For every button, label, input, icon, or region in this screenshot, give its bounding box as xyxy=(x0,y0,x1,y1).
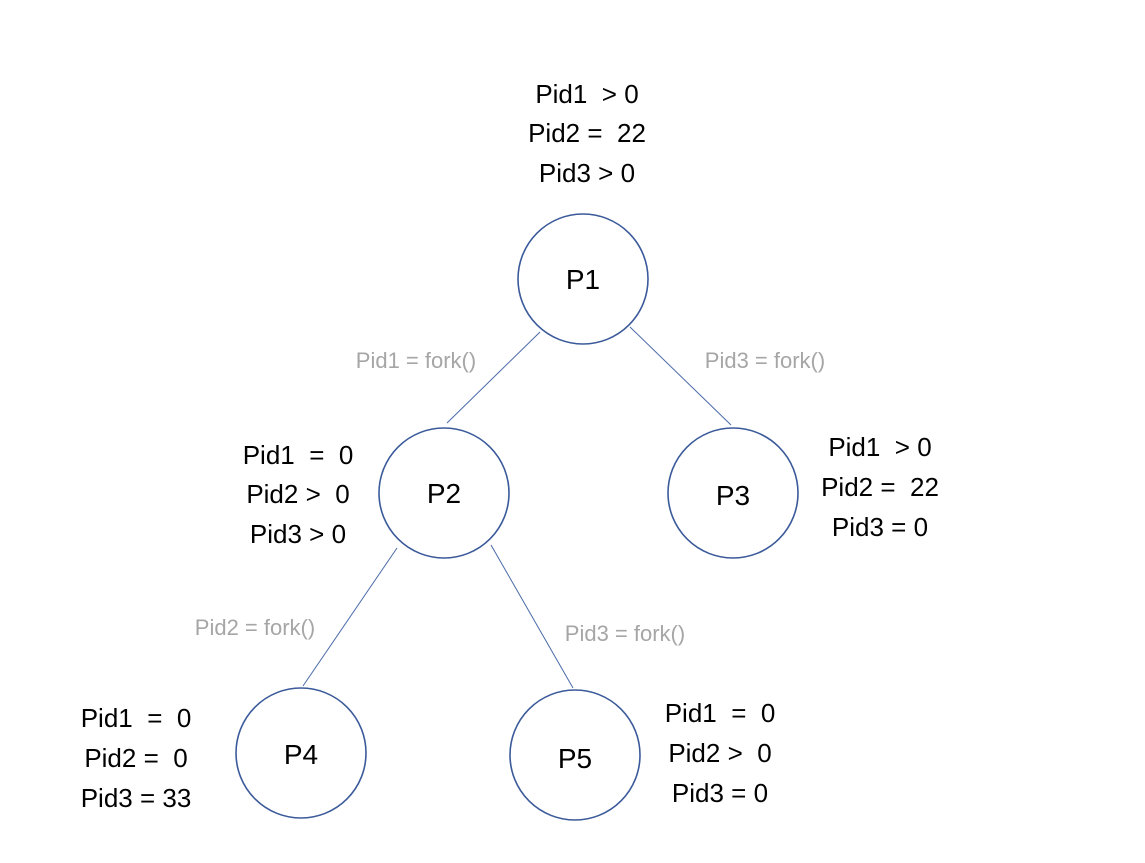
node-p4-label: P4 xyxy=(284,739,318,770)
vars-p5-line-1: Pid1 = 0 xyxy=(665,698,776,728)
node-p1-label: P1 xyxy=(566,264,600,295)
node-p3-label: P3 xyxy=(716,480,750,511)
vars-p2-line-3: Pid3 > 0 xyxy=(250,519,346,549)
vars-p5-line-2: Pid2 > 0 xyxy=(668,738,771,768)
node-p2-circle xyxy=(378,427,510,559)
node-p4-circle xyxy=(235,687,367,819)
node-p4: P4 xyxy=(235,687,367,819)
vars-p4-line-1: Pid1 = 0 xyxy=(81,703,192,733)
vars-p5: Pid1 = 0 Pid2 > 0 Pid3 = 0 xyxy=(665,698,776,808)
vars-p2: Pid1 = 0 Pid2 > 0 Pid3 > 0 xyxy=(243,440,354,549)
edge-label-p1-p3: Pid3 = fork() xyxy=(705,348,825,373)
vars-p1: Pid1 > 0 Pid2 = 22 Pid3 > 0 xyxy=(528,79,646,188)
edge-p2-p5 xyxy=(490,544,574,689)
edge-label-p1-p2: Pid1 = fork() xyxy=(356,348,476,373)
vars-p3-line-1: Pid1 > 0 xyxy=(828,432,931,462)
node-p5-label: P5 xyxy=(558,743,592,774)
node-p3: P3 xyxy=(667,427,799,559)
edge-label-p2-p4: Pid2 = fork() xyxy=(195,615,315,640)
vars-p4-line-2: Pid2 = 0 xyxy=(84,743,187,773)
vars-p2-line-1: Pid1 = 0 xyxy=(243,440,354,470)
edge-p2-p4 xyxy=(302,547,398,687)
node-p2-label: P2 xyxy=(427,478,461,509)
vars-p1-line-1: Pid1 > 0 xyxy=(535,79,638,109)
vars-p3: Pid1 > 0 Pid2 = 22 Pid3 = 0 xyxy=(821,432,939,542)
vars-p1-line-3: Pid3 > 0 xyxy=(539,158,635,188)
vars-p5-line-3: Pid3 = 0 xyxy=(672,778,768,808)
vars-p2-line-2: Pid2 > 0 xyxy=(246,479,349,509)
edge-p1-p3 xyxy=(629,326,732,426)
vars-p3-line-2: Pid2 = 22 xyxy=(821,472,939,502)
node-p1-circle xyxy=(517,213,649,345)
node-p1: P1 xyxy=(517,213,649,345)
edge-p1-p2 xyxy=(446,331,541,424)
vars-p4: Pid1 = 0 Pid2 = 0 Pid3 = 33 xyxy=(81,703,192,813)
node-p2: P2 xyxy=(378,427,510,559)
node-p3-circle xyxy=(667,427,799,559)
edge-label-p2-p5: Pid3 = fork() xyxy=(565,621,685,646)
node-p5: P5 xyxy=(509,689,641,821)
vars-p3-line-3: Pid3 = 0 xyxy=(832,512,928,542)
vars-p4-line-3: Pid3 = 33 xyxy=(81,783,192,813)
node-p5-circle xyxy=(509,689,641,821)
vars-p1-line-2: Pid2 = 22 xyxy=(528,118,646,148)
